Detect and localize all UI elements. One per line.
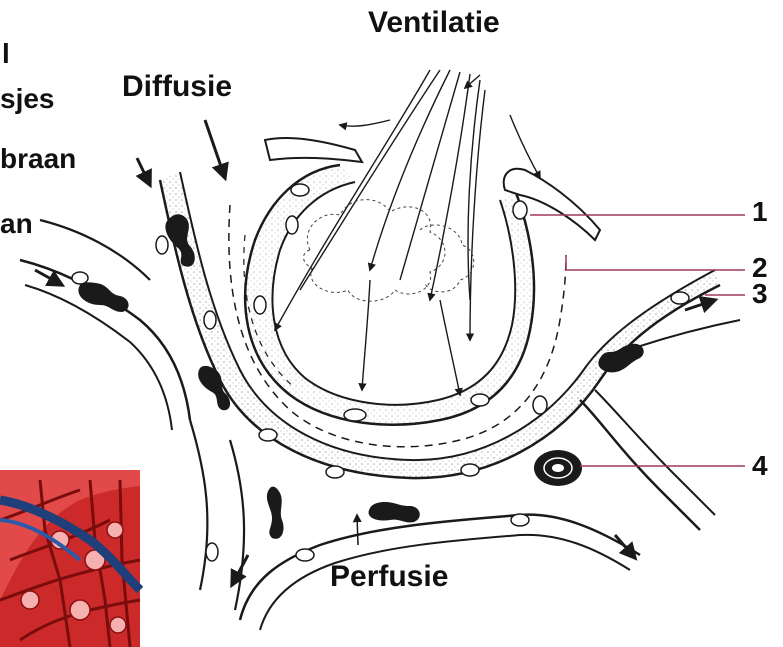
red-blood-cells <box>78 214 643 539</box>
capillary-inset-image <box>0 470 140 647</box>
cropped-text-3: braan <box>0 145 76 173</box>
perfusion-label: Perfusie <box>330 562 448 592</box>
cropped-text-1: l <box>2 40 10 68</box>
callout-4: 4 <box>752 452 768 480</box>
ventilation-label: Ventilatie <box>368 8 500 38</box>
gas-cloud <box>304 200 474 302</box>
cropped-text-2: sjes <box>0 85 55 113</box>
alveolus-wall <box>245 138 600 425</box>
diffusion-label: Diffusie <box>122 72 232 102</box>
ventilation-airflow <box>275 70 540 395</box>
cropped-text-4: an <box>0 210 33 238</box>
callout-leader-lines <box>530 215 745 466</box>
callout-1: 1 <box>752 198 768 226</box>
callout-3: 3 <box>752 280 768 308</box>
